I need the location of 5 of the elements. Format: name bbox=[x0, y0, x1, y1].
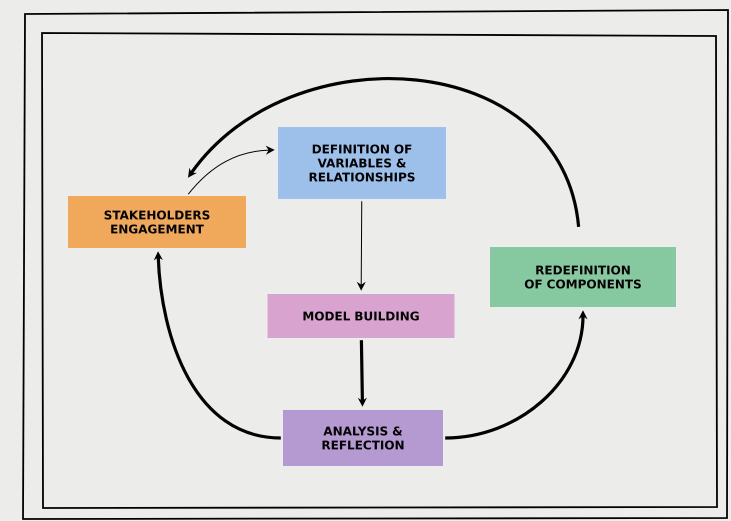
process-box: MODEL BUILDING bbox=[268, 294, 454, 338]
process-box: STAKEHOLDERS ENGAGEMENT bbox=[68, 196, 246, 248]
process-box: DEFINITION OF VARIABLES & RELATIONSHIPS bbox=[278, 127, 446, 199]
process-box: REDEFINITION OF COMPONENTS bbox=[490, 247, 676, 307]
process-box: ANALYSIS & REFLECTION bbox=[283, 410, 443, 466]
